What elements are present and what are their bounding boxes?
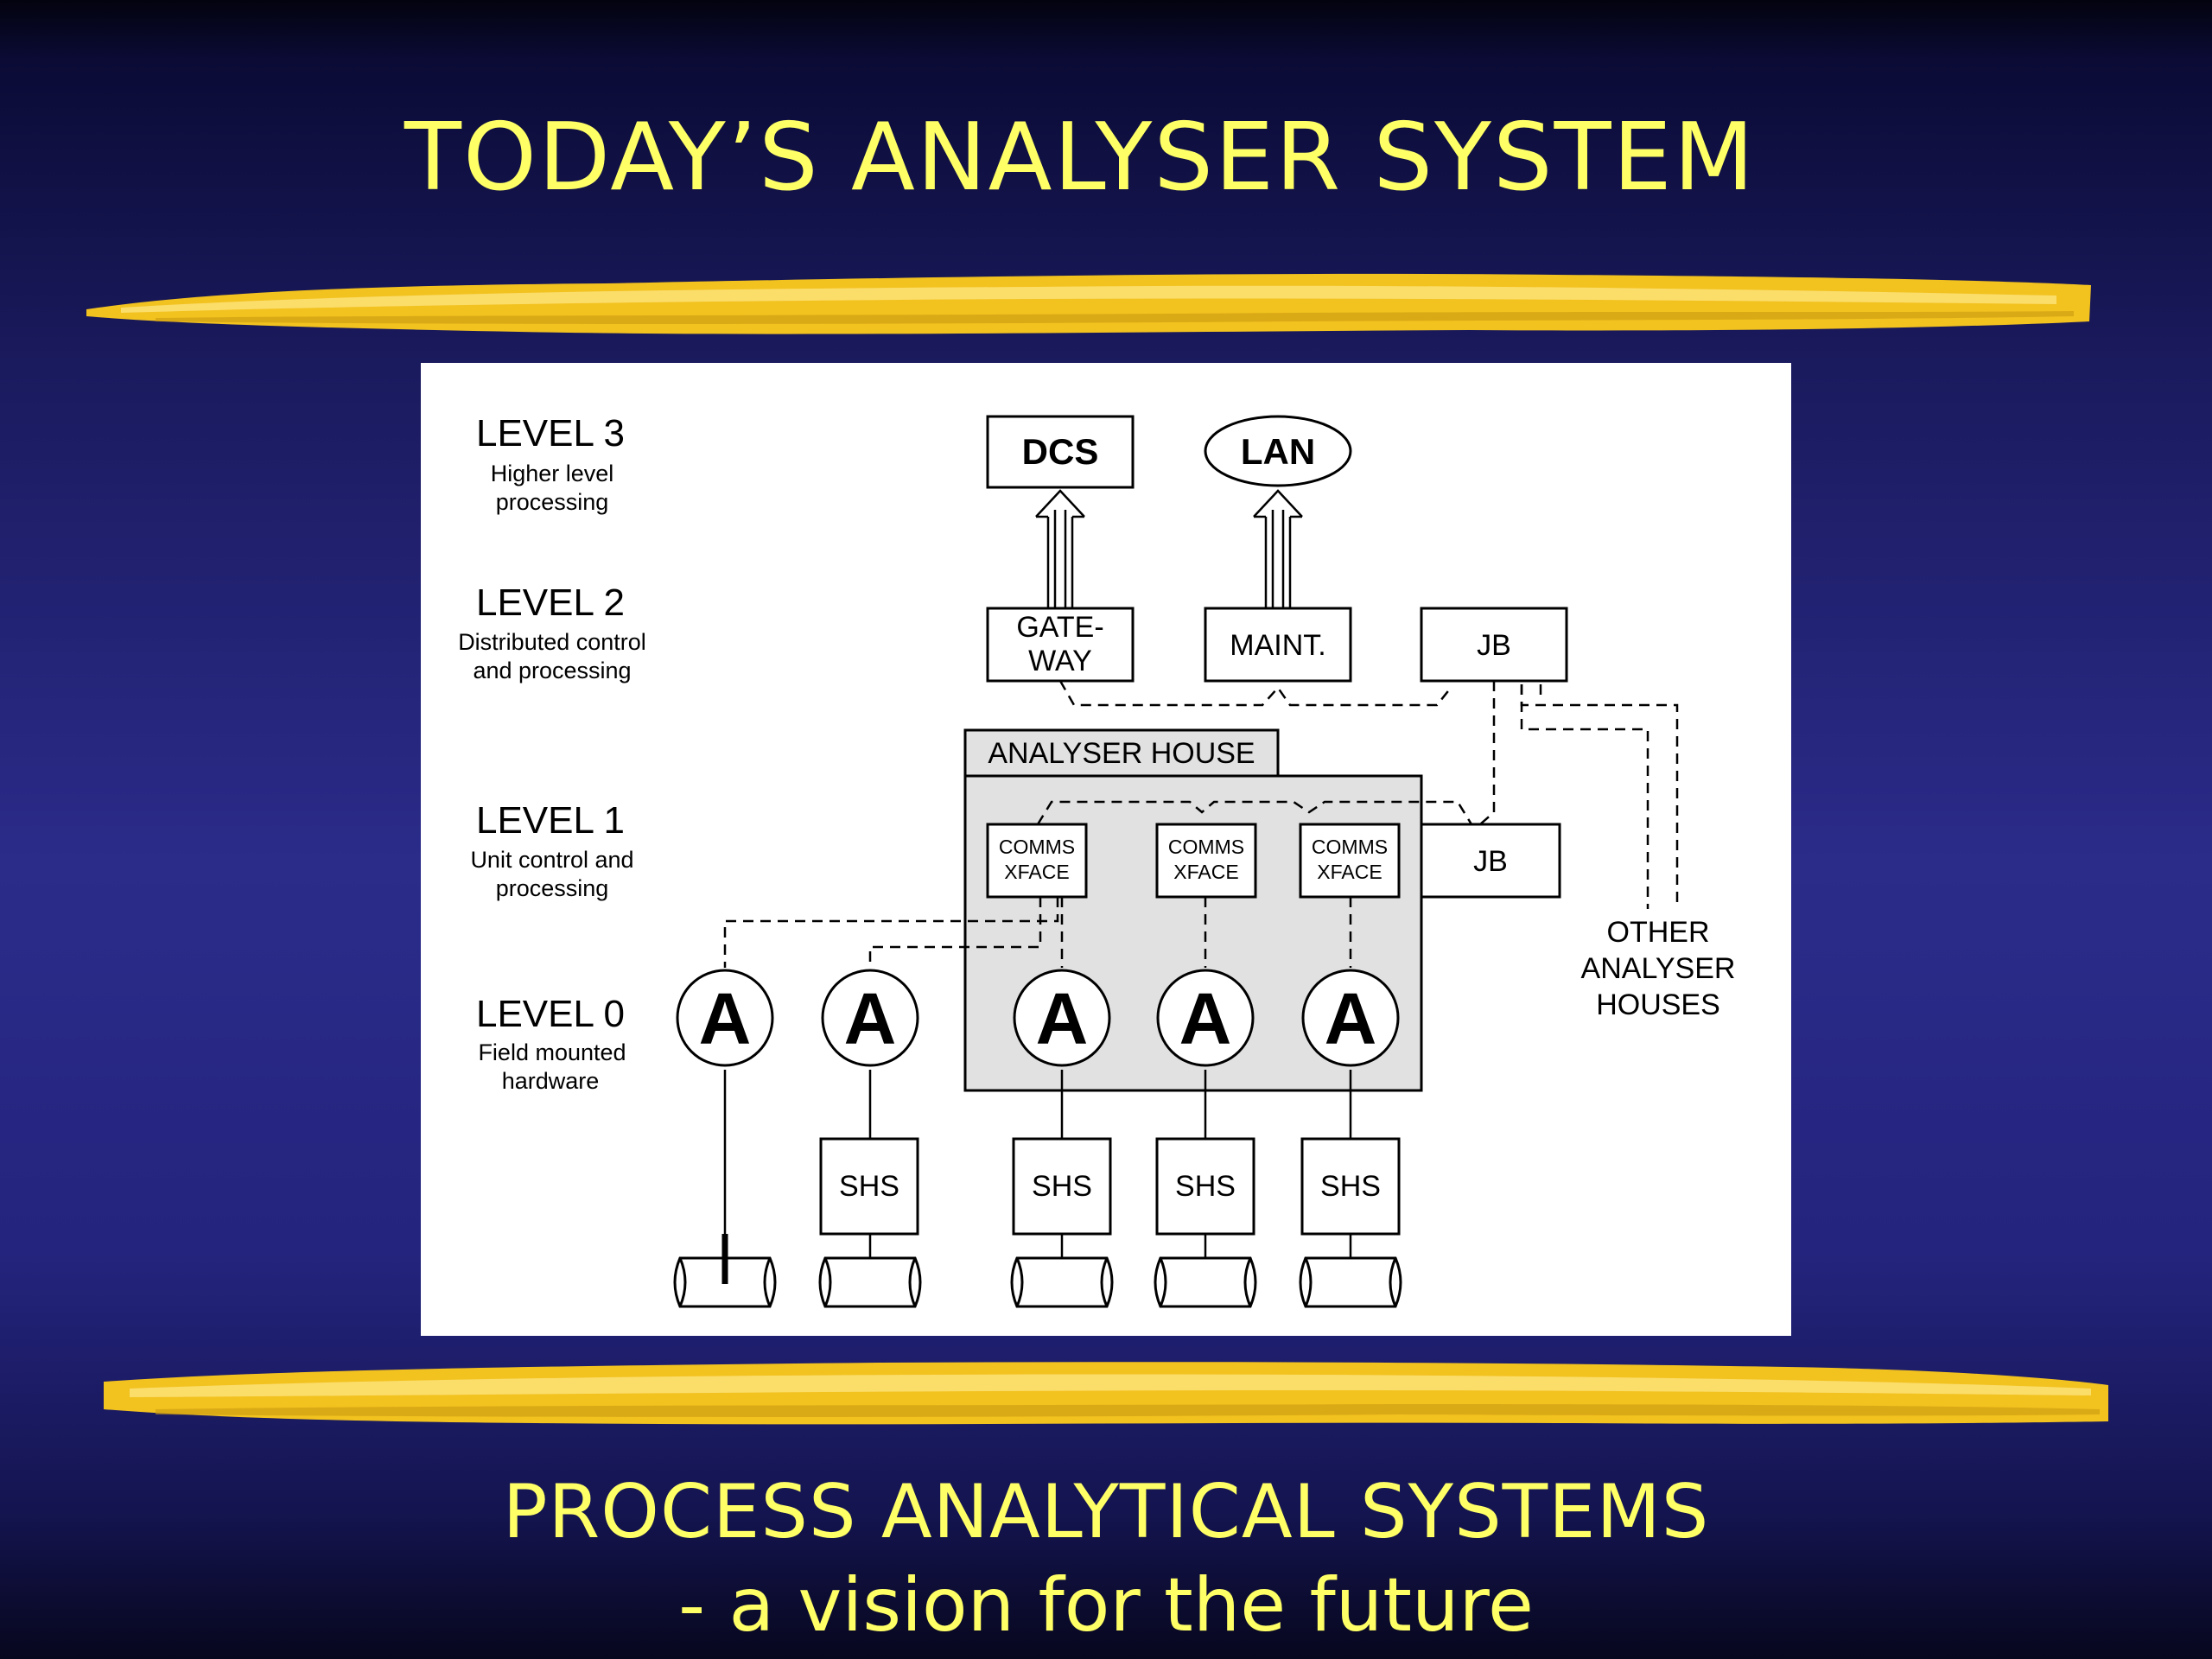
analyser-house-label: ANALYSER HOUSE: [988, 737, 1255, 770]
maint-node: MAINT.: [1204, 607, 1352, 683]
analyser-4: A: [1156, 969, 1255, 1067]
other-houses-line1: OTHER: [1607, 916, 1710, 949]
slide-title-text: TODAY’S ANALYSER SYSTEM: [404, 104, 1756, 212]
level-2-title: LEVEL 2: [476, 582, 625, 624]
analyser-system-diagram: LEVEL 3 Higher level processing LEVEL 2 …: [458, 412, 1736, 1308]
gateway-line2: WAY: [1028, 645, 1092, 677]
level-1-label: LEVEL 1 Unit control and processing: [470, 799, 633, 901]
pipe-5: [1299, 1256, 1402, 1308]
footer-line1: PROCESS ANALYTICAL SYSTEMS: [502, 1469, 1710, 1555]
brush-stroke-divider-bottom: [104, 1362, 2108, 1425]
level-3-line2: processing: [496, 489, 609, 515]
pipe-3: [1010, 1256, 1114, 1308]
shs-3: SHS: [1155, 1137, 1255, 1236]
comms-xface-3-line1: COMMS: [1312, 836, 1388, 858]
pipe-2: [818, 1256, 922, 1308]
comms-xface-2: COMMS XFACE: [1155, 823, 1257, 899]
gateway-node: GATE- WAY: [986, 607, 1135, 683]
lan-node: LAN: [1204, 415, 1352, 487]
shs-1: SHS: [819, 1137, 919, 1236]
comms-xface-1: COMMS XFACE: [986, 823, 1088, 899]
other-houses-line2: ANALYSER: [1581, 952, 1736, 985]
analyser-5-label: A: [1325, 978, 1377, 1059]
analyser-2-label: A: [844, 978, 897, 1059]
jb-node-level2: JB: [1420, 607, 1568, 683]
analyser-4-label: A: [1179, 978, 1232, 1059]
diagram-panel: LEVEL 3 Higher level processing LEVEL 2 …: [421, 363, 1791, 1336]
dcs-label: DCS: [1022, 431, 1099, 472]
level-0-label: LEVEL 0 Field mounted hardware: [476, 993, 626, 1094]
comms-xface-2-line2: XFACE: [1173, 861, 1238, 883]
comms-xface-1-line1: COMMS: [999, 836, 1075, 858]
analyser-2: A: [821, 969, 919, 1067]
other-analyser-houses: OTHER ANALYSER HOUSES: [1581, 916, 1736, 1021]
analyser-3: A: [1013, 969, 1111, 1067]
level-3-line1: Higher level: [491, 461, 614, 486]
network-dashed-lines: [723, 680, 1679, 968]
level-1-title: LEVEL 1: [476, 799, 625, 842]
jb-label-level1: JB: [1473, 845, 1508, 878]
comms-xface-2-line1: COMMS: [1168, 836, 1244, 858]
analyser-1-label: A: [699, 978, 752, 1059]
gateway-to-dcs-arrow: [1035, 489, 1085, 608]
shs-4: SHS: [1300, 1137, 1401, 1236]
maint-label: MAINT.: [1230, 629, 1325, 662]
jb-node-level1: JB: [1420, 823, 1561, 899]
analyser-3-label: A: [1036, 978, 1089, 1059]
level-1-line1: Unit control and: [470, 847, 633, 873]
dcs-node: DCS: [986, 415, 1135, 489]
brush-stroke-divider-top: [86, 273, 2091, 334]
footer-line2: - a vision for the future: [678, 1562, 1534, 1649]
process-pipes: [673, 1256, 1402, 1308]
comms-xface-3: COMMS XFACE: [1299, 823, 1401, 899]
other-houses-line3: HOUSES: [1596, 988, 1720, 1021]
level-0-line1: Field mounted: [478, 1039, 626, 1065]
level-2-line2: and processing: [473, 658, 631, 683]
analyser-1: A: [676, 969, 774, 1067]
shs-4-label: SHS: [1320, 1170, 1381, 1203]
comms-xface-3-line2: XFACE: [1317, 861, 1382, 883]
analyser-5: A: [1301, 969, 1400, 1067]
lan-label: LAN: [1241, 431, 1315, 472]
shs-2: SHS: [1012, 1137, 1112, 1236]
shs-3-label: SHS: [1175, 1170, 1236, 1203]
pipe-4: [1154, 1256, 1257, 1308]
level-3-title: LEVEL 3: [476, 412, 625, 454]
level-2-line1: Distributed control: [458, 629, 646, 655]
shs-1-label: SHS: [839, 1170, 899, 1203]
maint-to-lan-arrow: [1253, 489, 1303, 608]
solid-connectors: [723, 1070, 1352, 1258]
gateway-line1: GATE-: [1016, 611, 1103, 644]
level-1-line2: processing: [496, 875, 609, 901]
shs-2-label: SHS: [1032, 1170, 1092, 1203]
comms-xface-1-line2: XFACE: [1004, 861, 1069, 883]
level-2-label: LEVEL 2 Distributed control and processi…: [458, 582, 646, 683]
level-0-title: LEVEL 0: [476, 993, 625, 1035]
level-3-label: LEVEL 3 Higher level processing: [476, 412, 625, 515]
jb-label-level2: JB: [1477, 629, 1511, 662]
slide-title: TODAY’S ANALYSER SYSTEM: [0, 104, 2212, 212]
level-0-line2: hardware: [502, 1068, 600, 1094]
